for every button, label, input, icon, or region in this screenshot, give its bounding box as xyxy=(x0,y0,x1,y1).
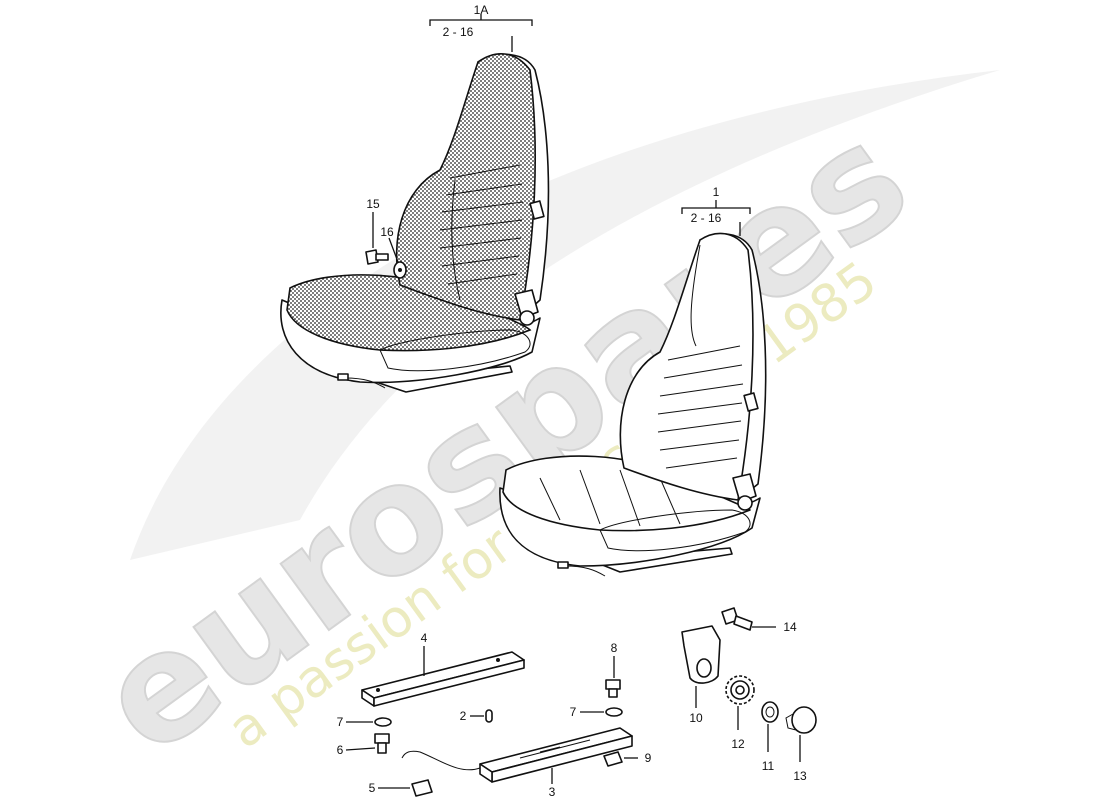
washer-part-7a xyxy=(374,717,392,727)
callout-seat-1: 1 2 - 16 xyxy=(681,185,751,236)
ring-part-11 xyxy=(761,701,779,723)
watermark-swoosh xyxy=(130,70,1000,560)
rail-part-4 xyxy=(361,651,525,707)
screw-part-14 xyxy=(721,607,753,631)
label-1a-range: 2 - 16 xyxy=(443,25,474,39)
label-10: 10 xyxy=(689,711,703,725)
label-5: 5 xyxy=(369,781,376,795)
pin-part-2 xyxy=(485,709,493,723)
label-13: 13 xyxy=(793,769,807,783)
label-12: 12 xyxy=(731,737,745,751)
gear-part-12 xyxy=(725,675,755,705)
label-6: 6 xyxy=(337,743,344,757)
knob-part-5 xyxy=(411,779,433,797)
label-15: 15 xyxy=(366,197,380,211)
callout-seat-1a: 1A 2 - 16 xyxy=(429,3,533,52)
bolt-part-8 xyxy=(605,679,621,698)
label-7b: 7 xyxy=(570,705,577,719)
label-14: 14 xyxy=(783,620,797,634)
label-9: 9 xyxy=(645,751,652,765)
label-7a: 7 xyxy=(337,715,344,729)
seat-1a xyxy=(280,53,550,393)
clip-part-9 xyxy=(603,751,623,767)
label-1-range: 2 - 16 xyxy=(691,211,722,225)
label-11: 11 xyxy=(762,759,775,773)
bracket-part-10 xyxy=(681,625,721,684)
label-4: 4 xyxy=(421,631,428,645)
seat-1 xyxy=(499,232,767,577)
bolt-15 xyxy=(365,249,389,265)
label-1: 1 xyxy=(713,185,720,199)
label-2: 2 xyxy=(460,709,467,723)
cap-part-13 xyxy=(785,706,817,734)
label-8: 8 xyxy=(611,641,618,655)
adjuster-part-3 xyxy=(401,727,633,783)
washer-part-7b xyxy=(605,707,623,717)
label-3: 3 xyxy=(549,785,556,799)
label-16: 16 xyxy=(380,225,394,239)
label-1a: 1A xyxy=(474,3,489,17)
bolt-part-6 xyxy=(374,733,390,754)
